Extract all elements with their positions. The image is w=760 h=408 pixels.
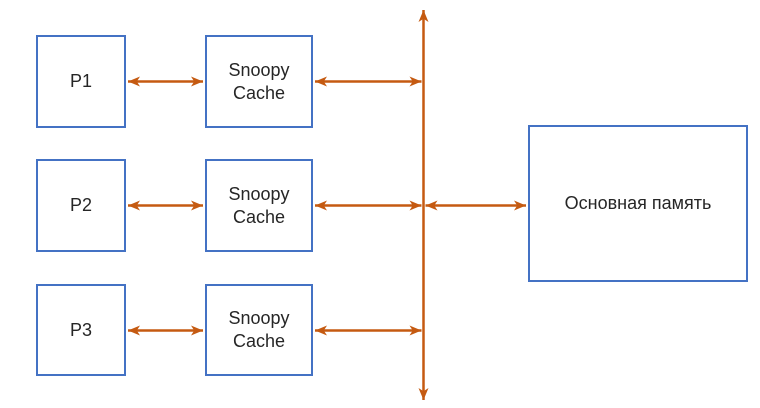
processor-label: P3: [69, 319, 93, 340]
snoopy-cache-box-3: Snoopy Cache: [205, 284, 313, 376]
snoopy-cache-box-2: Snoopy Cache: [205, 159, 313, 252]
cache-label-line1: Snoopy: [228, 183, 290, 204]
processor-label: P1: [69, 71, 93, 91]
processor-box-p2: P2: [36, 159, 126, 252]
processor-box-p3: P3: [36, 284, 126, 376]
cache-label-line1: Snoopy: [228, 59, 290, 80]
cache-label-line1: Snoopy: [228, 308, 290, 328]
snoopy-cache-box-1: Snoopy Cache: [205, 35, 313, 128]
main-memory-box: Основная память: [528, 125, 748, 282]
cache-label-line2: Cache: [232, 82, 286, 103]
cache-label-line2: Cache: [232, 331, 286, 351]
processor-label: P2: [69, 195, 93, 215]
main-memory-label: Основная память: [564, 193, 712, 213]
cache-label-line2: Cache: [232, 206, 286, 227]
processor-box-p1: P1: [36, 35, 126, 128]
